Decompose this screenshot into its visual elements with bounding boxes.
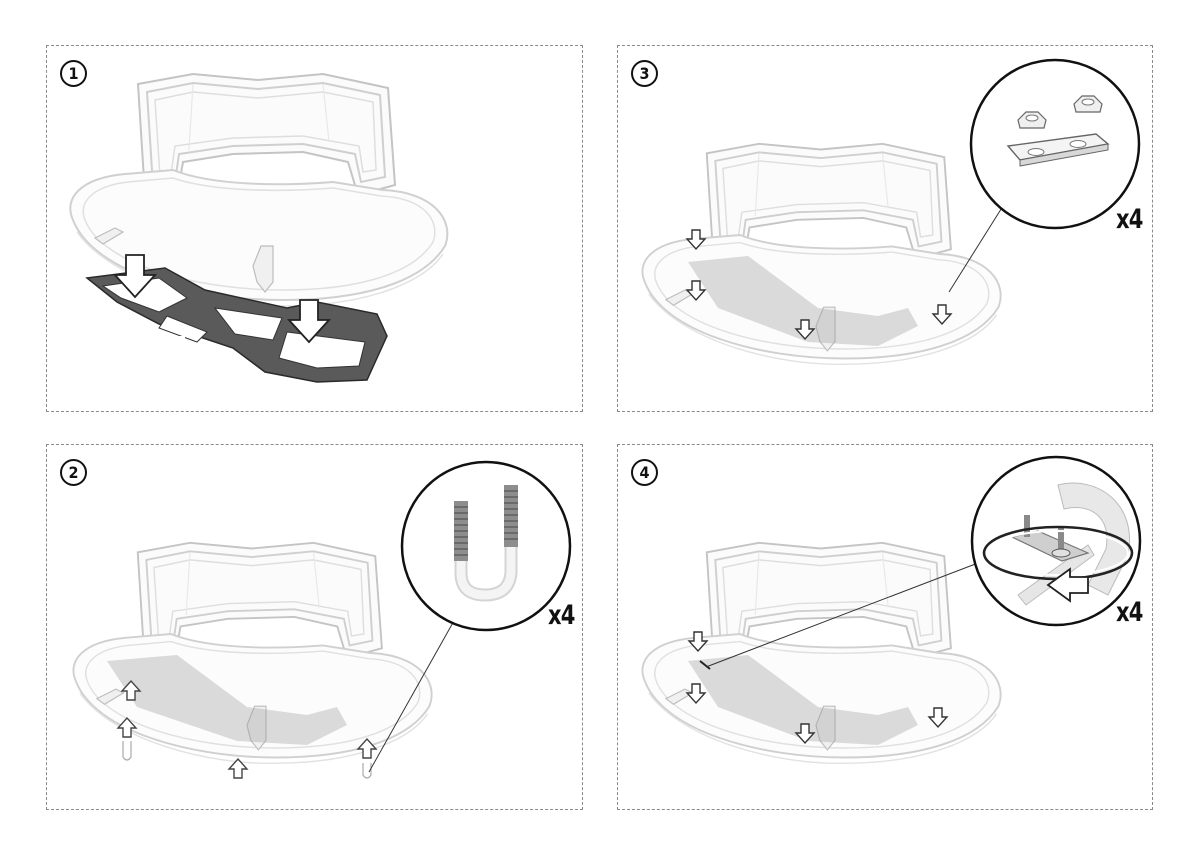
detail-callout-circle xyxy=(400,460,572,632)
nut-and-plate-icon xyxy=(1006,95,1110,167)
step-number-badge: 1 xyxy=(60,60,87,87)
step-2-illustration xyxy=(72,460,572,779)
mounting-plate-illustration xyxy=(688,655,918,745)
u-bolt-icon xyxy=(454,485,518,602)
step-number-badge: 4 xyxy=(631,459,658,486)
step-number-badge: 3 xyxy=(631,60,658,87)
callout-leader-line xyxy=(948,205,1004,293)
step-1-panel: 1 xyxy=(46,45,583,412)
step-2-panel: 2 x4 xyxy=(46,444,583,810)
mounting-plate-illustration xyxy=(688,256,918,346)
step-number-badge: 2 xyxy=(60,459,87,486)
step-1-illustration xyxy=(69,73,449,383)
quantity-multiplier: x4 xyxy=(548,600,575,631)
callout-leader-line xyxy=(368,618,456,773)
step-4-panel: 4 x4 xyxy=(617,444,1153,810)
mounting-plate-illustration xyxy=(107,655,347,745)
step-3-panel: 3 x4 xyxy=(617,45,1153,412)
step-4-illustration xyxy=(641,455,1142,765)
mounting-plate-illustration xyxy=(85,267,388,383)
step-3-illustration xyxy=(641,58,1141,366)
callout-leader-line xyxy=(705,562,979,668)
quantity-multiplier: x4 xyxy=(1116,597,1143,628)
rotate-arrow-icon xyxy=(982,525,1134,603)
quantity-multiplier: x4 xyxy=(1116,204,1143,235)
